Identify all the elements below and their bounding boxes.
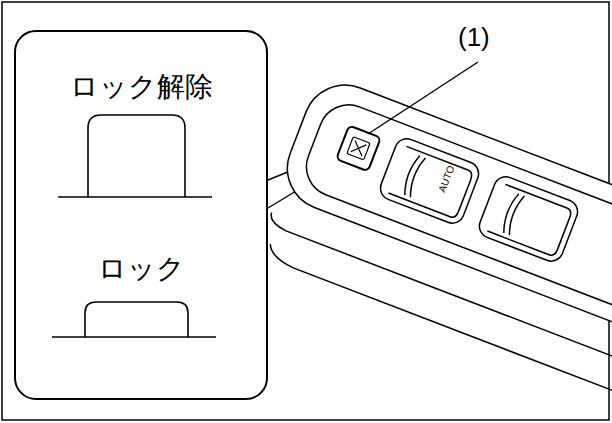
- door-armrest: [252, 73, 612, 419]
- armrest-panel: [275, 73, 612, 357]
- state-label: ロック解除: [16, 72, 266, 103]
- window-switch: [388, 146, 473, 218]
- window-switch-recess: [476, 173, 581, 264]
- inset-panel: ロック解除ロック: [14, 30, 268, 400]
- lock-symbol: [347, 137, 370, 160]
- window-switch: [407, 157, 426, 198]
- callout-number: (1): [458, 24, 490, 50]
- base-line: [52, 336, 216, 338]
- leader-line: [368, 62, 478, 134]
- armrest-edge: [265, 244, 612, 418]
- lock-symbol: [351, 141, 367, 157]
- window-switch-recess: [377, 135, 482, 226]
- switch-bezel: [298, 96, 612, 341]
- state-label: ロック: [16, 254, 266, 285]
- lock-switch: [336, 125, 381, 171]
- locked-button: [85, 302, 188, 337]
- unlocked-button: [88, 115, 185, 197]
- window-switch: [487, 184, 572, 256]
- base-line: [58, 196, 212, 198]
- window-switch: [506, 195, 525, 236]
- inset-buttons: [52, 115, 216, 337]
